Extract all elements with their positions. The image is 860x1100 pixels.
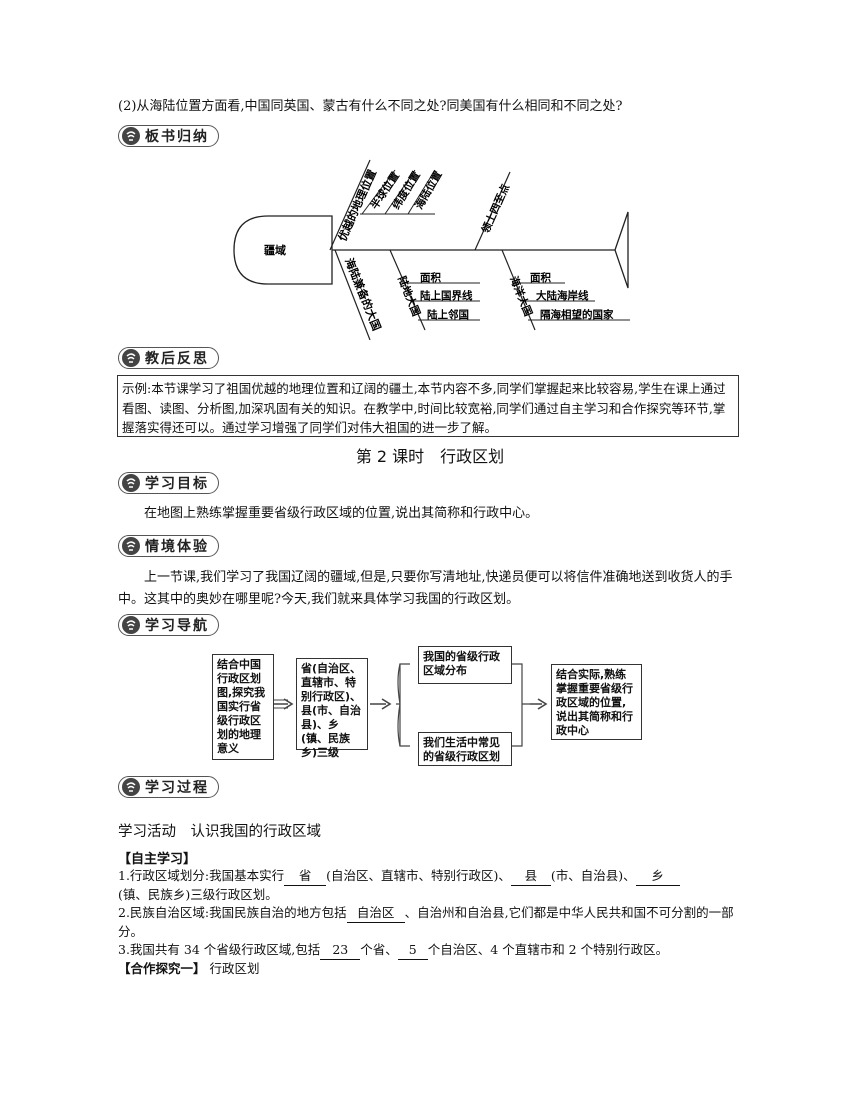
section-header-process: 学习过程 (118, 776, 219, 798)
question-text: (2)从海陆位置方面看,中国同英国、蒙古有什么不同之处?同美国有什么相同和不同之… (118, 99, 623, 114)
fishbone-land-item-3: 陆上邻国 (427, 308, 469, 321)
section-icon (122, 778, 140, 796)
section-label: 学习目标 (145, 476, 209, 492)
section-label: 学习导航 (145, 618, 209, 634)
fishbone-land-label: 陆地大国 (395, 274, 423, 318)
section-header-reflection: 教后反思 (118, 347, 219, 369)
fishbone-sea-item-3: 隔海相望的国家 (540, 308, 614, 321)
fishbone-head-label: 疆域 (264, 243, 286, 257)
section-icon (122, 127, 140, 145)
section-icon (122, 349, 140, 367)
self-study-item-1: 1.行政区域划分:我国基本实行省(自治区、直辖市、特别行政区)、县(市、自治县)… (118, 867, 740, 904)
fishbone-sea-item-2: 大陆海岸线 (536, 289, 589, 302)
lesson-title: 第 2 课时 行政区划 (355, 447, 505, 466)
section-label: 教后反思 (145, 351, 209, 367)
coop-heading: 【合作探究一】 行政区划 (118, 961, 260, 976)
self-study-item-2: 2.民族自治区域:我国民族自治的地方包括自治区、自治州和自治县,它们都是中华人民… (118, 904, 734, 939)
section-header-goal: 学习目标 (118, 472, 219, 494)
reflection-box: 示例:本节课学习了祖国优越的地理位置和辽阔的疆土,本节内容不多,同学们掌握起来比… (117, 375, 739, 437)
answer-blank: 乡 (635, 867, 680, 886)
self-study-heading: 【自主学习】 (118, 852, 197, 867)
fishbone-head (233, 215, 333, 285)
flow-box-3: 我国的省级行政区域分布 (418, 646, 512, 684)
situation-text: 上一节课,我们学习了我国辽阔的疆域,但是,只要你写清地址,快递员便可以将信件准确… (118, 570, 733, 607)
section-icon (122, 616, 140, 634)
flow-box-4: 我们生活中常见的省级行政区划 (418, 732, 512, 766)
section-label: 学习过程 (145, 780, 209, 796)
fishbone-diagram: 疆域 优越的地理位置 半球位置 纬度位置 海陆位置 领土四至点 海陆兼备的大国 … (233, 159, 630, 340)
fishbone-land-item-1: 面积 (420, 271, 441, 284)
answer-blank: 省 (284, 867, 327, 886)
fishbone-sea-item-1: 面积 (530, 271, 551, 284)
activity-title: 学习活动 认识我国的行政区域 (118, 824, 321, 840)
flow-box-2: 省(自治区、直辖市、特别行政区)、县(市、自治县)、乡(镇、民族乡)三级 (296, 658, 368, 759)
answer-blank: 县 (510, 867, 551, 886)
fishbone-land-item-2: 陆上国界线 (420, 289, 473, 302)
section-header-board: 板书归纳 (118, 125, 219, 147)
section-header-guide: 学习导航 (118, 614, 219, 636)
section-icon (122, 474, 140, 492)
flow-box-5: 结合实际,熟练掌握重要省级行政区域的位置,说出其简称和行政中心 (551, 664, 642, 740)
section-label: 板书归纳 (145, 129, 209, 145)
section-label: 情境体验 (145, 539, 209, 555)
fishbone-tail (614, 211, 629, 289)
answer-blank: 自治区 (346, 904, 405, 923)
fishbone-top-branch-2: 领土四至点 (479, 182, 512, 236)
section-icon (122, 537, 140, 555)
flow-box-1: 结合中国行政区划图,探究我国实行省级行政区划的地理意义 (212, 654, 274, 760)
answer-blank: 5 (397, 941, 428, 960)
flowchart-connectors (274, 663, 548, 747)
answer-blank: 23 (320, 941, 361, 960)
goal-text: 在地图上熟练掌握重要省级行政区域的位置,说出其简称和行政中心。 (144, 506, 539, 521)
section-header-situation: 情境体验 (118, 535, 219, 557)
